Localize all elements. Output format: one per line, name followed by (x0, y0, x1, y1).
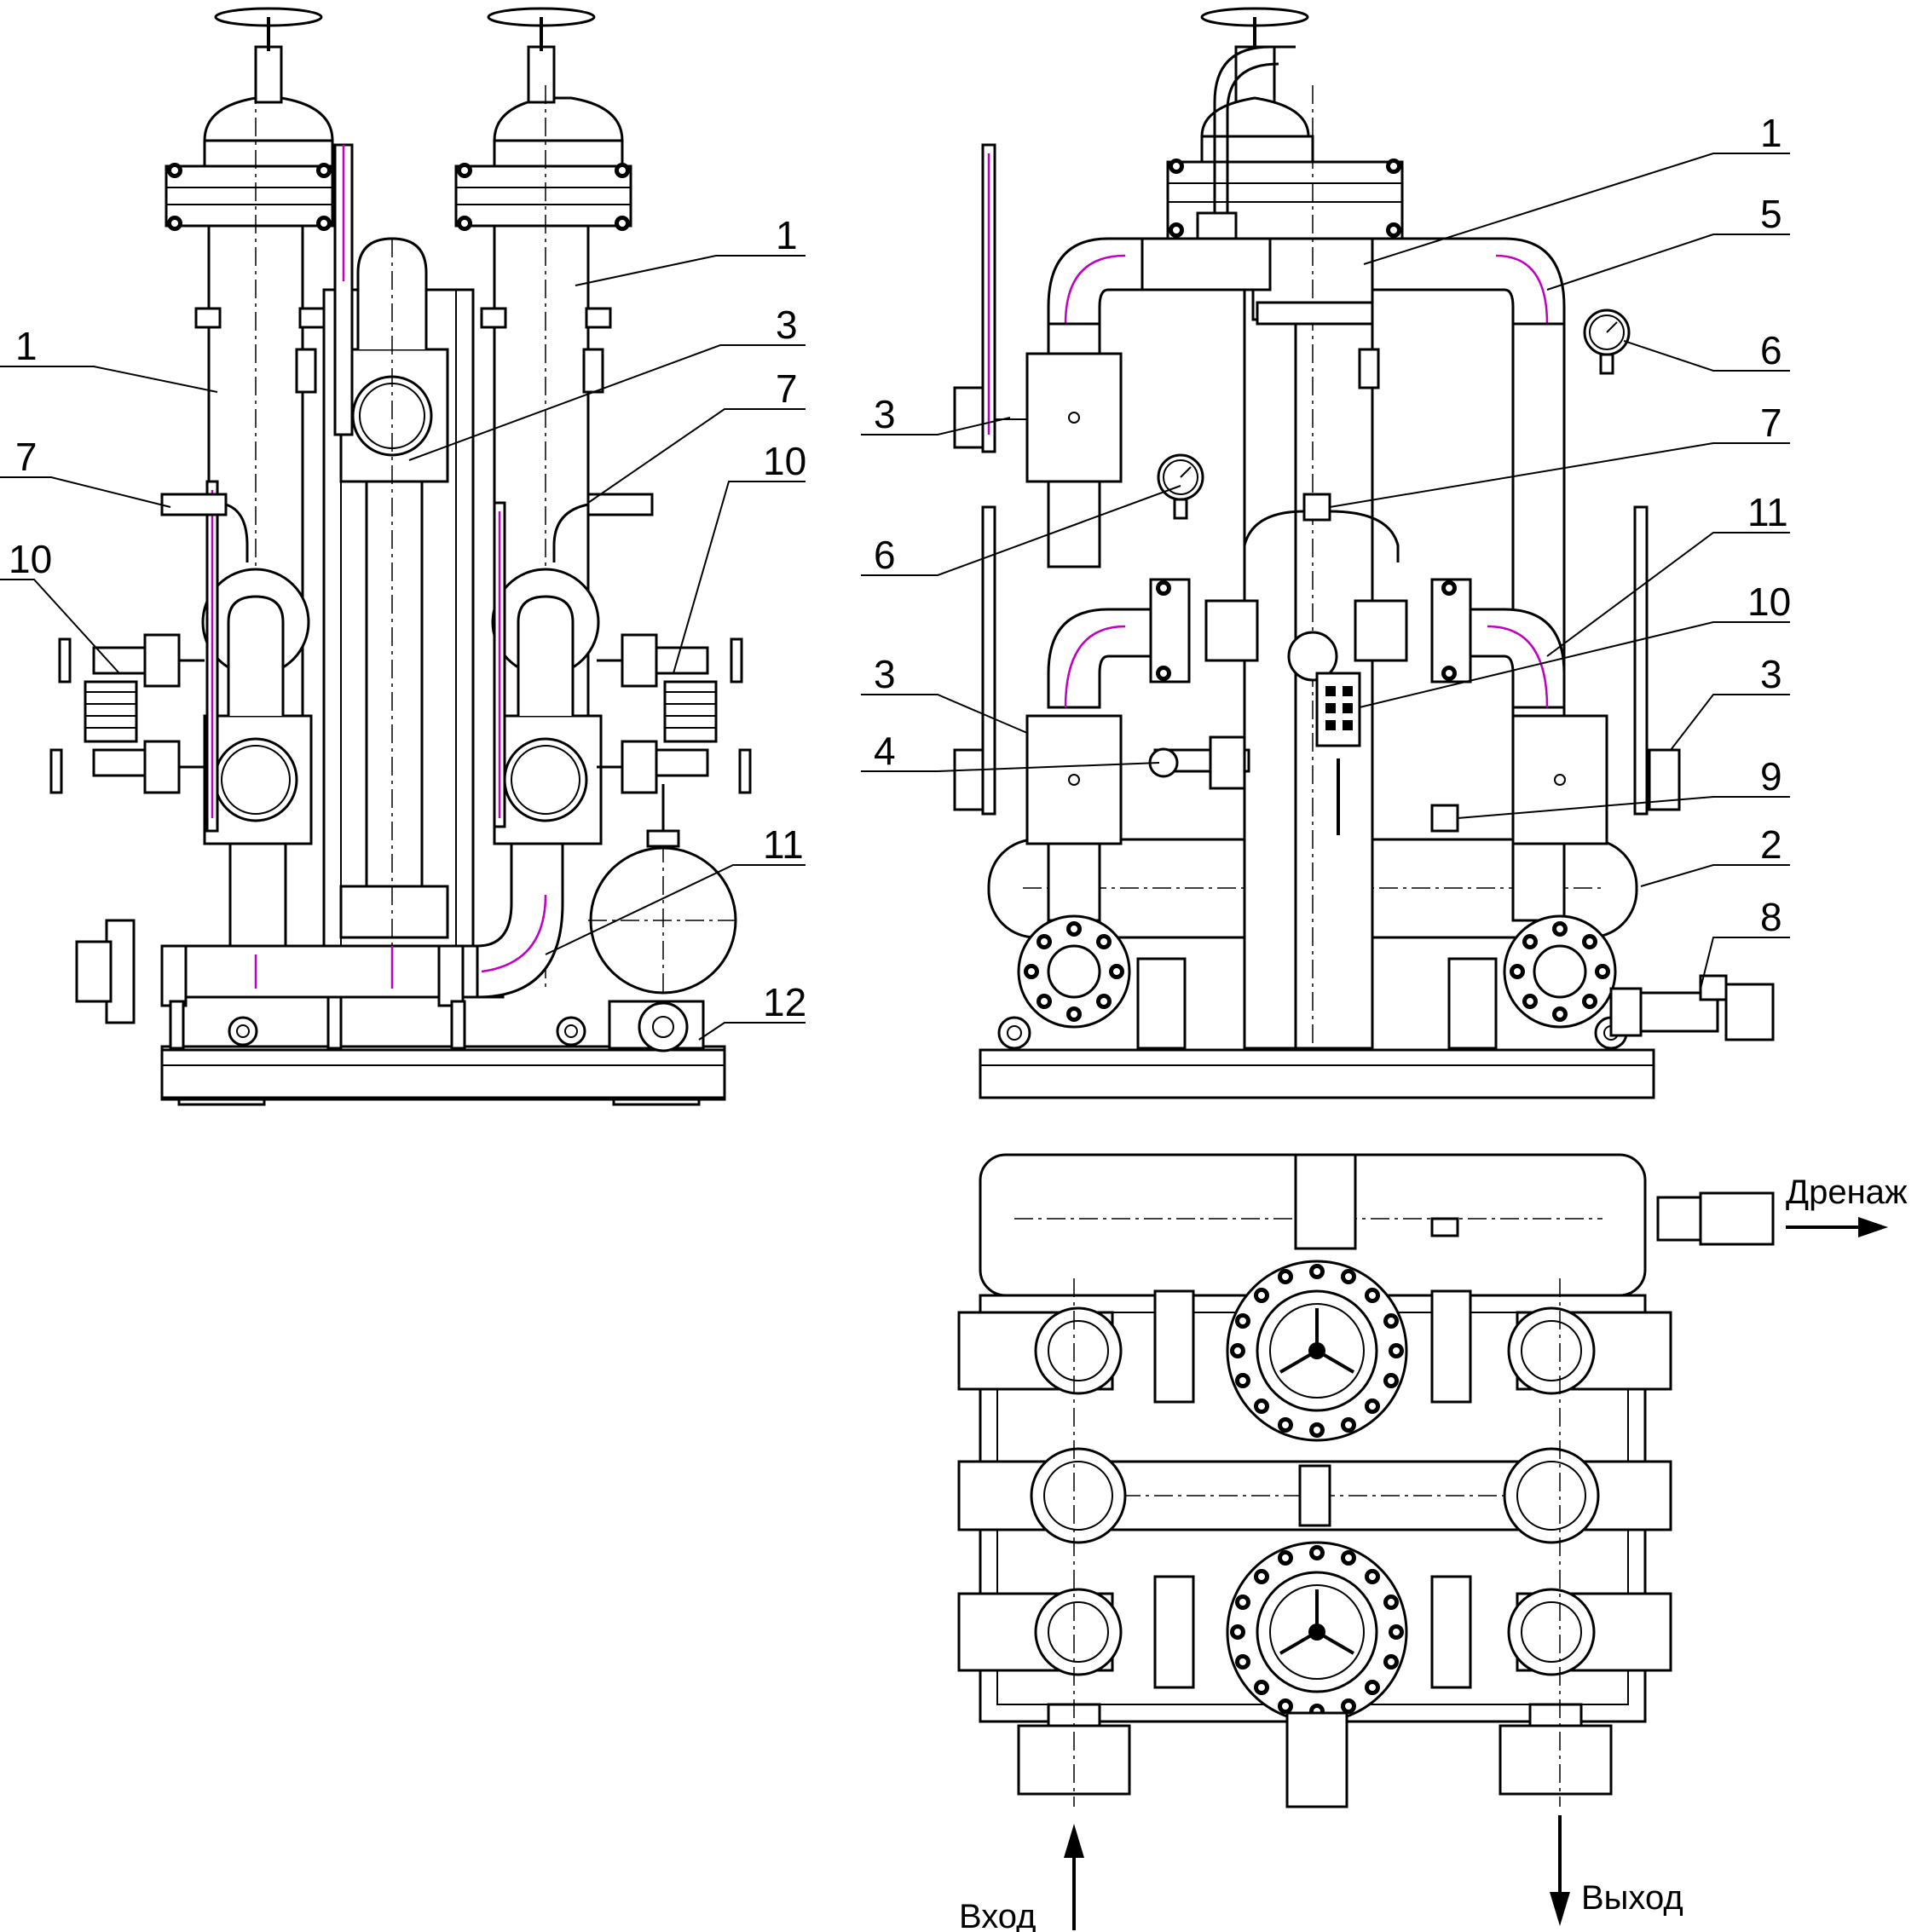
label-10-left-b: 10 (763, 439, 806, 483)
inlet-arrow-icon (1064, 1824, 1084, 1858)
drain-assembly-right (1609, 974, 1775, 1041)
base-frame-right (979, 1048, 1655, 1099)
leader-lines (0, 153, 1790, 1041)
label-1-left-a: 1 (15, 324, 38, 368)
label-4-right: 4 (874, 729, 896, 773)
label-3-right-c: 3 (1760, 652, 1782, 696)
position-numbers: 1 1 3 7 7 10 10 11 12 1 5 6 3 7 6 11 10 … (9, 111, 1791, 1024)
inlet-caption: Вход (959, 1898, 1037, 1932)
flange-wheel-bottom (1226, 1541, 1408, 1723)
right-view (953, 7, 1775, 1099)
plan-view (957, 1153, 1775, 1808)
label-12-left: 12 (763, 980, 806, 1024)
middle-piping (1047, 309, 1631, 835)
label-3-right-a: 3 (874, 392, 896, 436)
lower-housings-left (201, 480, 603, 845)
label-8-right: 8 (1760, 895, 1782, 939)
label-9-right: 9 (1760, 754, 1782, 799)
label-10-left-a: 10 (9, 537, 52, 581)
outlet-arrow-icon (1550, 1892, 1570, 1926)
label-10-right: 10 (1747, 580, 1791, 624)
central-riser (322, 143, 475, 973)
label-1-right: 1 (1760, 111, 1782, 155)
drain-tank-left (588, 784, 738, 1053)
label-7-right: 7 (1760, 401, 1782, 445)
label-11-right: 11 (1747, 490, 1788, 534)
flange-wheel-top (1226, 1260, 1408, 1442)
transmitters-left (160, 493, 654, 562)
label-7-left-b: 7 (776, 366, 798, 411)
drain-arrow-icon (1858, 1217, 1888, 1237)
bottom-header-left (75, 842, 564, 1050)
upper-housing-right-view (953, 143, 1123, 568)
outlet-caption: Выход (1581, 1879, 1683, 1917)
flow-arrows (1064, 1217, 1888, 1930)
top-arches (1047, 237, 1566, 845)
side-valves-left (49, 633, 752, 794)
label-1-left-b: 1 (776, 213, 798, 257)
label-2-right: 2 (1760, 822, 1782, 867)
label-3-left: 3 (776, 303, 798, 347)
label-5-right: 5 (1760, 192, 1782, 236)
drain-caption: Дренаж (1786, 1174, 1908, 1211)
label-6-right-a: 6 (874, 533, 896, 577)
base-frame-left (160, 1048, 726, 1099)
label-6-right-b: 6 (1760, 328, 1782, 372)
bottom-flanges-right (1017, 842, 1617, 1050)
label-7-left-a: 7 (15, 435, 38, 479)
left-view (49, 7, 752, 1106)
label-11-left: 11 (763, 822, 804, 867)
label-3-right-b: 3 (874, 652, 896, 696)
